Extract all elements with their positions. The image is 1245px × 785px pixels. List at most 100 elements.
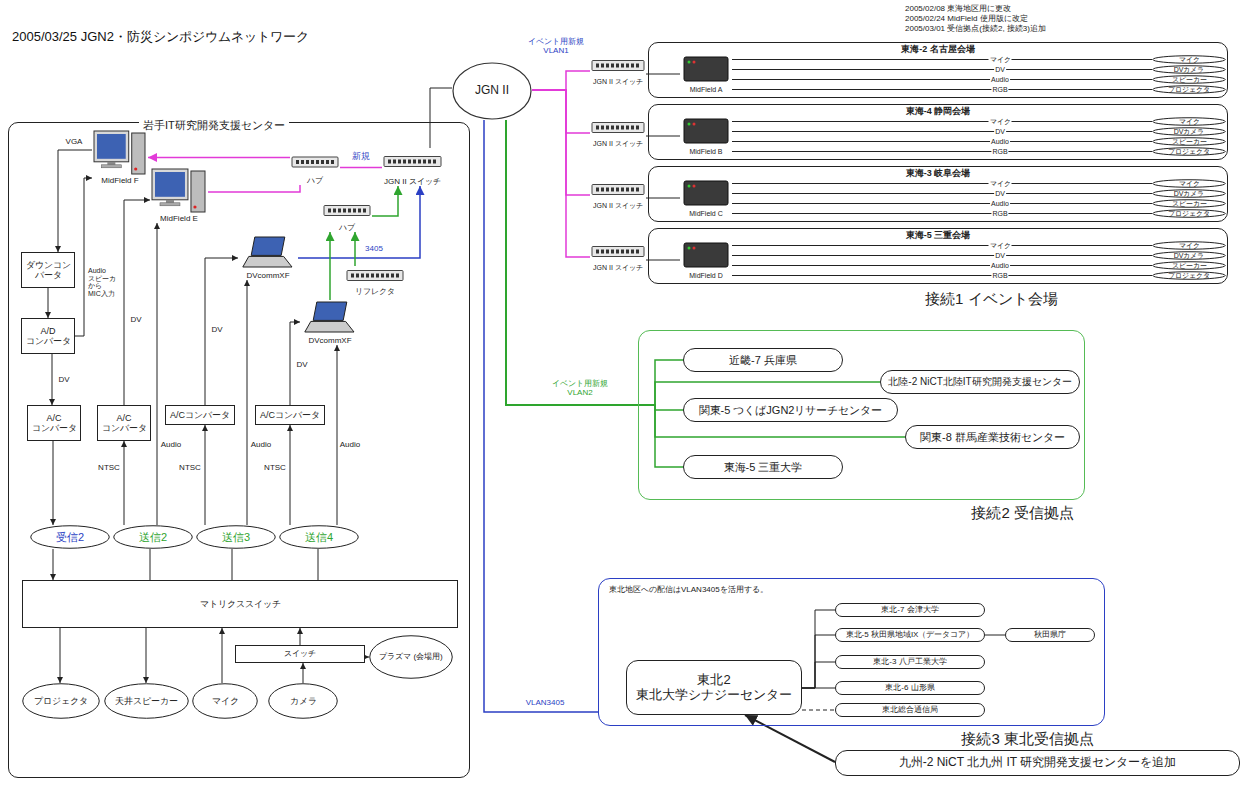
node-label: リフレクタ	[355, 287, 395, 296]
oval-node: マイク	[192, 683, 258, 719]
device-box: A/Cコンバータ	[165, 405, 235, 425]
connector	[290, 425, 291, 525]
node-label: DVカメラ	[1174, 189, 1205, 198]
node-label: カメラ	[290, 696, 317, 706]
connector	[48, 288, 49, 318]
device-box: A/D コンバータ	[21, 318, 75, 354]
node-label: スピーカー	[1172, 137, 1207, 146]
oval-node: マイク	[1152, 117, 1226, 126]
node-label: 受信2	[56, 531, 84, 544]
node-label: DVcommXF	[246, 271, 289, 280]
network-device: JGN II スイッチ	[590, 242, 646, 272]
oval-node: マイク	[1152, 241, 1226, 250]
connector	[732, 275, 1152, 276]
node-label: スイッチ	[284, 649, 316, 658]
node-label: 近畿-7 兵庫県	[729, 354, 797, 367]
connector	[532, 90, 590, 257]
node-label: マイク	[1179, 241, 1200, 250]
connector	[58, 150, 92, 252]
node-label: MidField F	[101, 176, 138, 185]
site-pill: 秋田県庁	[1005, 628, 1095, 642]
node-label: JGN II スイッチ	[593, 264, 643, 272]
oval-node: DVカメラ	[1152, 189, 1226, 198]
node-label: スピーカー	[1172, 75, 1207, 84]
node-label: 関東-8 群馬産業技術センター	[920, 431, 1065, 444]
oval-node: プロジェクタ	[1152, 147, 1226, 156]
edge-label: DV	[994, 190, 1006, 198]
node-label: 岩手IT研究開発支援センター	[139, 119, 289, 132]
site-pill: 北陸-2 NiCT北陸IT研究開発支援センター	[880, 370, 1080, 394]
connector	[506, 120, 880, 405]
connector	[732, 151, 1152, 152]
connector	[146, 628, 147, 683]
network-device: JGN II スイッチ	[590, 118, 646, 148]
connector	[303, 663, 304, 683]
oval-node: プロジェクタ	[1152, 271, 1226, 280]
edge-label: NTSC	[97, 464, 121, 473]
site-group: 東北2 東北大学シナジーセンター東北-7 会津大学東北-5 秋田県地域IX（デー…	[598, 578, 1105, 726]
device-box: A/C コンバータ	[27, 405, 81, 441]
node-label: 接続2 受信拠点	[971, 504, 1074, 521]
connector	[53, 549, 54, 580]
connector	[732, 255, 1152, 256]
connector	[52, 354, 53, 405]
oval-node: 受信2	[30, 525, 110, 549]
connector	[732, 141, 1152, 142]
node-label: A/C コンバータ	[30, 413, 78, 434]
connector	[732, 131, 1152, 132]
venue-band: MidField CマイクDVカメラスピーカープロジェクタ東海-3 岐阜会場	[648, 166, 1228, 222]
node-label: 東海-3 岐阜会場	[906, 168, 971, 178]
connector	[732, 203, 1152, 204]
node-label: MidField D	[689, 272, 722, 280]
connector	[506, 120, 905, 437]
connector	[300, 628, 301, 645]
node-label: MidField E	[160, 214, 198, 223]
connector	[506, 120, 683, 467]
site-pill: 東北総合通信局	[835, 703, 985, 717]
oval-node: プラズマ (会場用)	[369, 635, 453, 679]
connector	[732, 69, 1152, 70]
connector	[75, 178, 92, 336]
node-label: JGN II	[475, 84, 509, 98]
node-label: マトリクススイッチ	[200, 599, 281, 609]
connector	[532, 90, 590, 133]
node-label: プロジェクタ	[34, 696, 88, 706]
node-label: MidField C	[689, 210, 722, 218]
connector	[646, 136, 680, 137]
computer-node: MidField F	[92, 130, 148, 185]
node-label: プラズマ (会場用)	[379, 652, 443, 661]
connector	[340, 167, 382, 169]
edge-label: NTSC	[178, 464, 202, 473]
venue-band: MidField AマイクDVカメラスピーカープロジェクタ東海-2 名古屋会場	[648, 42, 1228, 98]
connector	[532, 90, 590, 195]
node-label: DVcommXF	[308, 336, 351, 345]
edge-label: マイク	[989, 242, 1012, 250]
node-label: JGN II スイッチ	[593, 202, 643, 210]
edge-label: NTSC	[263, 464, 287, 473]
note-label: 接続1 イベント会場	[925, 290, 1058, 307]
edge-label: DV	[994, 252, 1006, 260]
node-label: 東北地区への配信はVLAN3405を活用する。	[609, 585, 768, 594]
connector	[646, 260, 680, 261]
note-label: イベント用新規 VLAN1	[526, 37, 586, 55]
site-pill: 近畿-7 兵庫県	[683, 348, 843, 372]
site-pill: 九州-2 NiCT 北九州 IT 研究開発支援センターを追加	[835, 750, 1240, 776]
node-label: プロジェクタ	[1168, 209, 1210, 218]
computer-node: MidField E	[150, 168, 208, 223]
oval-node: DVカメラ	[1152, 127, 1226, 136]
edge-label: Audio スピーカ から MIC入力	[87, 267, 121, 298]
connector	[732, 245, 1152, 246]
node-label: 東北-3 八戸工業大学	[873, 657, 946, 666]
midfield-device: MidField B	[680, 116, 732, 156]
edge-label: Audio	[160, 441, 182, 450]
connector	[329, 232, 331, 300]
network-device: JGN II スイッチ	[382, 148, 443, 186]
connector	[208, 185, 300, 192]
edge-label: RGB	[991, 86, 1008, 94]
laptop-node: DVcommXF	[300, 300, 360, 345]
connector	[150, 549, 151, 580]
node-label: プロジェクタ	[1168, 85, 1210, 94]
node-label: ダウンコンバータ	[24, 260, 72, 281]
venue-band: MidField BマイクDVカメラスピーカープロジェクタ東海-4 静岡会場	[648, 104, 1228, 160]
